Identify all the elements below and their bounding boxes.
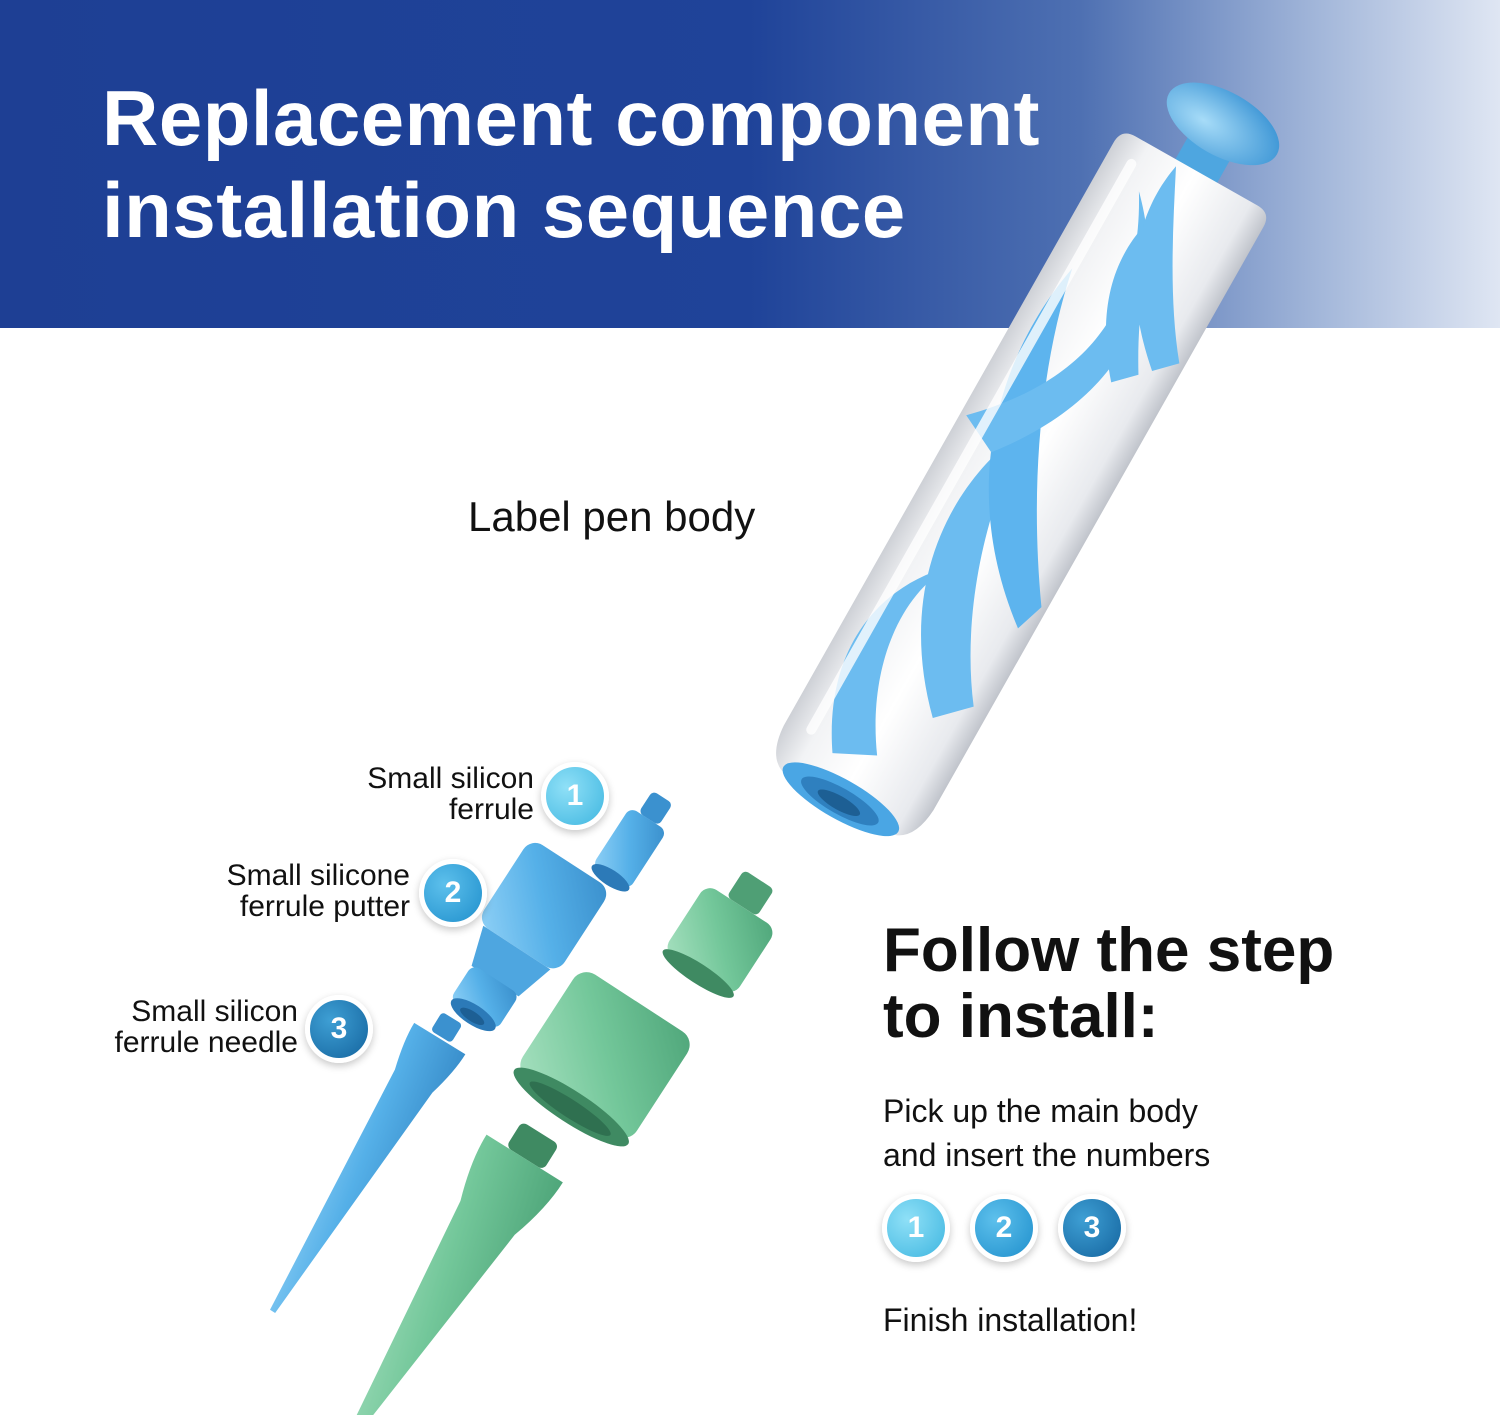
page-title: Replacement component installation seque… xyxy=(102,72,1252,256)
finish-text: Finish installation! xyxy=(883,1302,1138,1338)
instructions-title-line-2: to install: xyxy=(883,982,1159,1051)
instructions-text-line-1: Pick up the main body xyxy=(883,1093,1198,1129)
part-3-label-line-1: Small silicon xyxy=(131,995,298,1028)
part-1-badge: 1 xyxy=(541,762,609,830)
part-3-label-line-2: ferrule needle xyxy=(114,1026,298,1059)
pen-body-label: Label pen body xyxy=(468,493,756,540)
part-2-badge: 2 xyxy=(419,859,487,927)
instructions-title-line-1: Follow the step xyxy=(883,916,1335,985)
swirl-6 xyxy=(1105,205,1166,383)
part-3-needle-blue xyxy=(270,1013,466,1313)
part-2-putter xyxy=(450,842,607,1032)
step-badge-3: 3 xyxy=(1058,1194,1126,1262)
green-cap-small xyxy=(662,871,773,998)
part-1-label-line-1: Small silicon xyxy=(367,762,534,795)
instructions-title: Follow the step to install: xyxy=(883,918,1334,1050)
part-2-label-line-1: Small silicone xyxy=(226,859,410,892)
part-1-label: Small silicon ferrule xyxy=(300,763,534,825)
part-2-label-line-2: ferrule putter xyxy=(239,890,410,923)
part-1-ferrule xyxy=(591,792,671,892)
swirl-5 xyxy=(1135,166,1180,371)
part-3-label: Small silicon ferrule needle xyxy=(40,996,298,1058)
instructions-text-line-2: and insert the numbers xyxy=(883,1137,1211,1173)
green-sleeve xyxy=(513,972,690,1147)
swirl-2 xyxy=(921,427,1029,718)
part-1-label-line-2: ferrule xyxy=(448,793,534,826)
part-3-badge: 3 xyxy=(305,995,373,1063)
green-needle xyxy=(346,1123,563,1415)
instructions-text: Pick up the main body and insert the num… xyxy=(883,1089,1210,1177)
step-badge-1: 1 xyxy=(882,1194,950,1262)
part-2-label: Small silicone ferrule putter xyxy=(150,860,410,922)
page-title-line-2: installation sequence xyxy=(102,166,906,254)
pen-body xyxy=(776,82,1280,837)
step-badge-2: 2 xyxy=(970,1194,1038,1262)
pen-knob xyxy=(1166,82,1280,166)
swirl-3 xyxy=(988,268,1073,629)
page-title-line-1: Replacement component xyxy=(102,74,1041,162)
swirl-1 xyxy=(831,566,950,756)
